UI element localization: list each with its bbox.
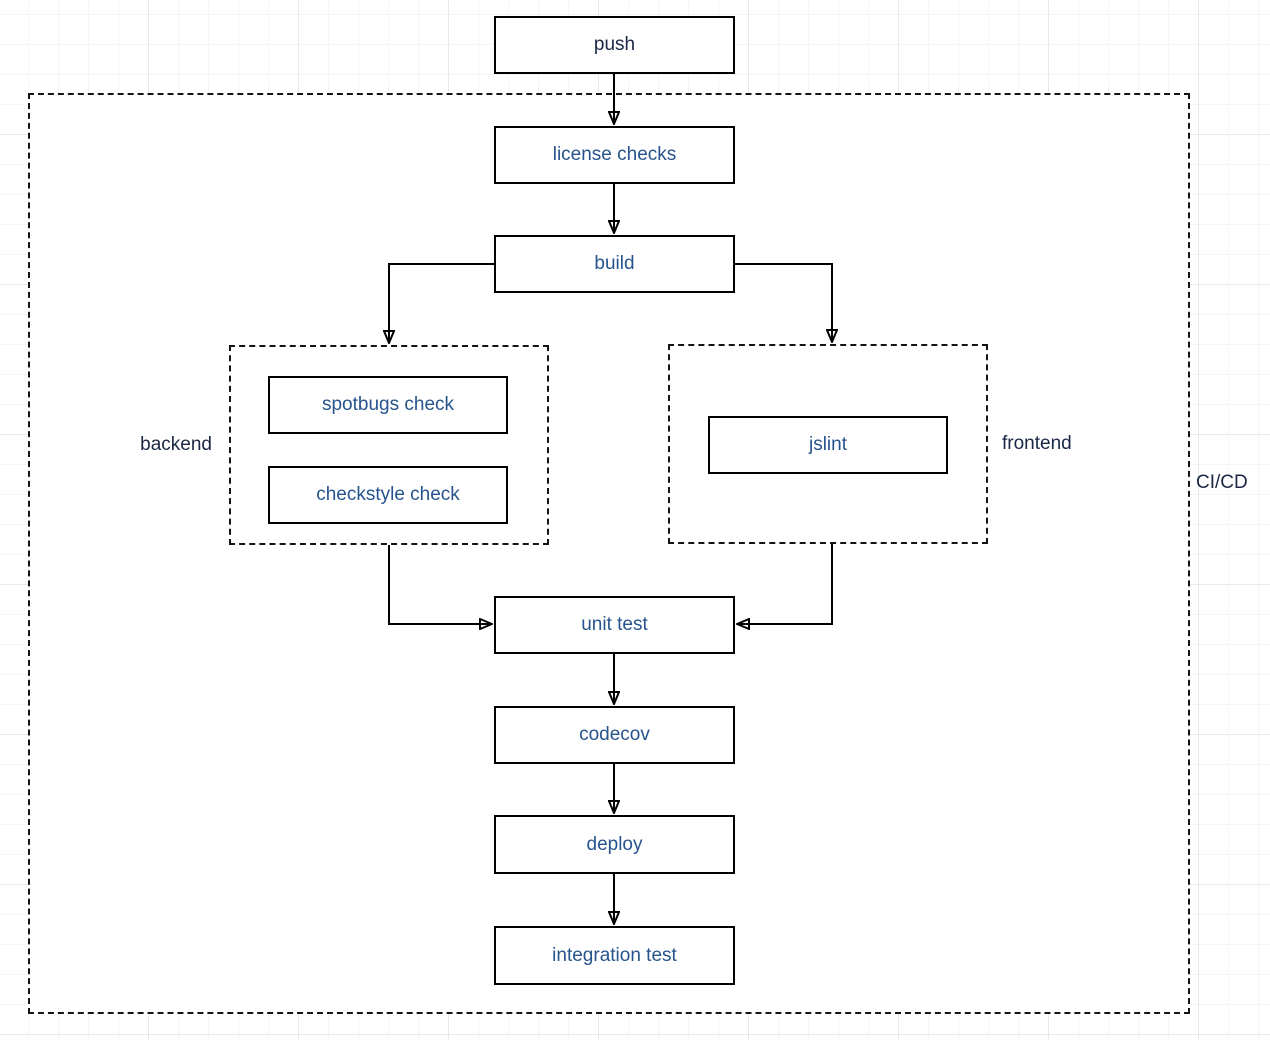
cicd-container-label: CI/CD — [1196, 472, 1248, 493]
node-spotbugs-check: spotbugs check — [268, 376, 508, 434]
cicd-container — [28, 93, 1190, 1014]
frontend-group-label: frontend — [1002, 433, 1072, 454]
node-push: push — [494, 16, 735, 74]
frontend-group — [668, 344, 988, 544]
node-integration-test: integration test — [494, 926, 735, 985]
node-checkstyle-check: checkstyle check — [268, 466, 508, 524]
backend-group — [229, 345, 549, 545]
node-deploy: deploy — [494, 815, 735, 874]
node-build: build — [494, 235, 735, 293]
node-codecov: codecov — [494, 706, 735, 764]
node-license-checks: license checks — [494, 126, 735, 184]
node-jslint: jslint — [708, 416, 948, 474]
backend-group-label: backend — [140, 434, 212, 455]
node-unit-test: unit test — [494, 596, 735, 654]
